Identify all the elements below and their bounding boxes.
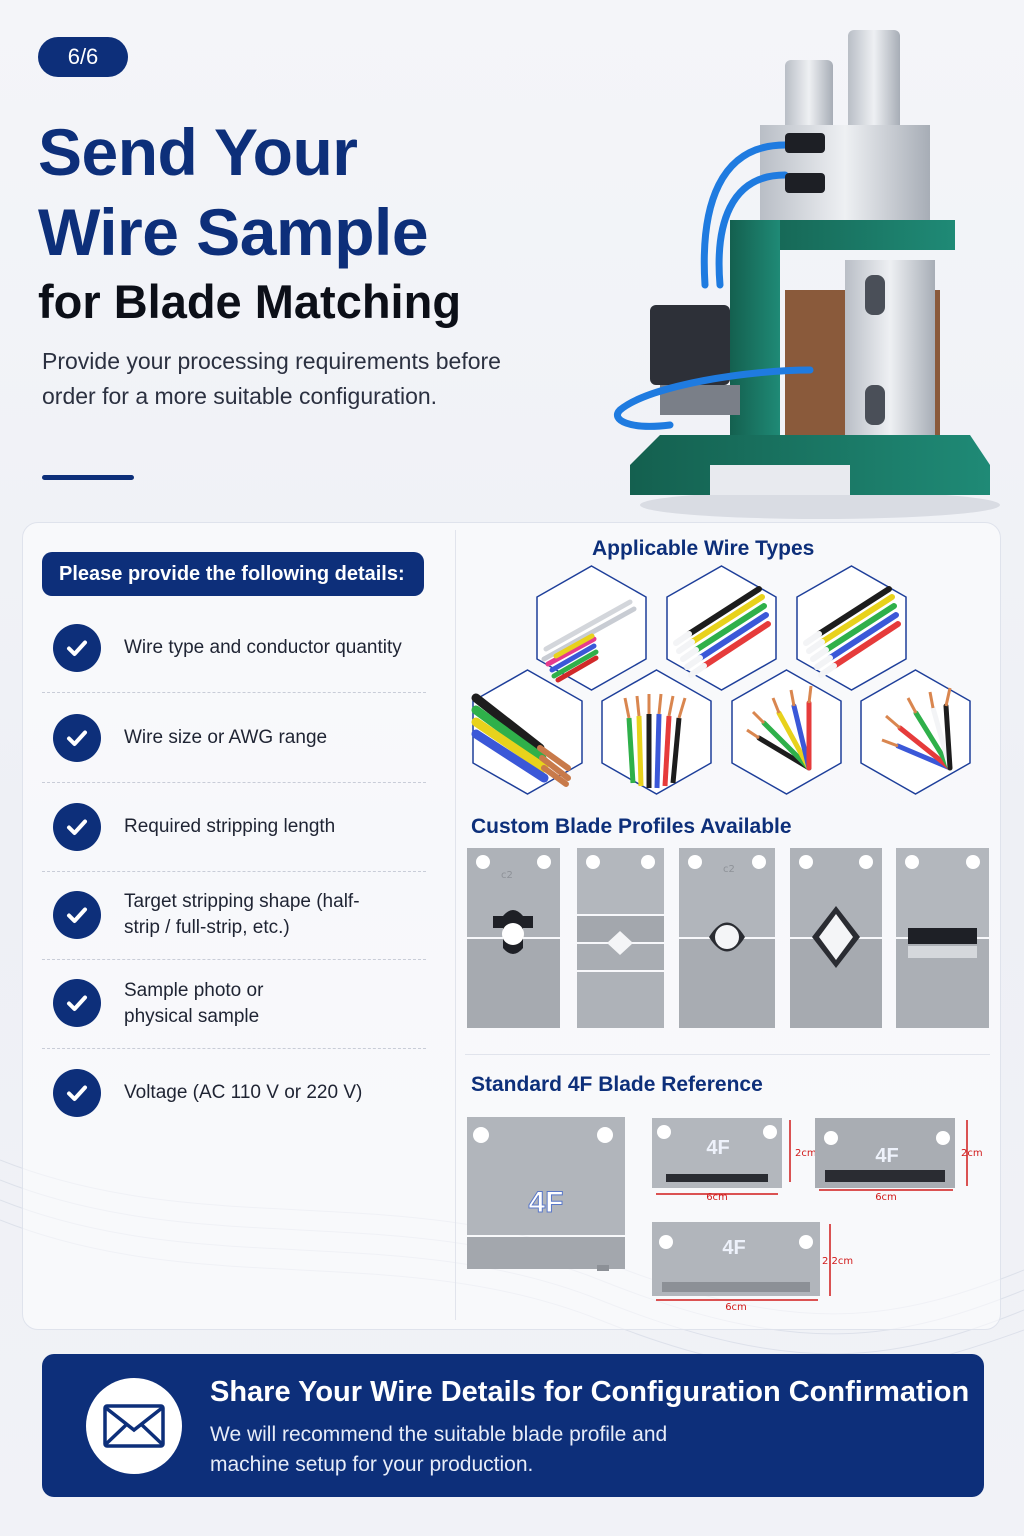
hero-title-line-1: Send Your	[38, 115, 358, 189]
blade-engraving: c2	[723, 864, 735, 875]
page-indicator-badge: 6/6	[38, 37, 128, 77]
section-divider	[465, 1054, 990, 1055]
item-separator	[42, 871, 426, 872]
envelope-icon	[86, 1378, 182, 1474]
wire-sample-image-4	[471, 669, 583, 795]
detail-item-stripping-length: Required stripping length	[42, 801, 426, 853]
blade-label: 4F	[528, 1186, 563, 1219]
blade-profile-image-v-notch	[790, 848, 882, 1028]
item-separator	[42, 692, 426, 693]
cta-body: We will recommend the suitable blade pro…	[210, 1423, 668, 1476]
blade-4f-dimension-image-3: 4F 6cm 2.2cm	[652, 1222, 853, 1312]
detail-item-sample-photo: Sample photo or physical sample	[42, 977, 426, 1033]
check-icon	[53, 891, 101, 939]
wire-sample-image-7	[860, 669, 971, 795]
item-separator	[42, 959, 426, 960]
detail-item-label: Target stripping shape (half-strip / ful…	[124, 891, 360, 938]
check-icon	[53, 803, 101, 851]
detail-item-stripping-shape: Target stripping shape (half-strip / ful…	[42, 889, 426, 945]
blade-profile-image-round-notch: c2	[679, 848, 775, 1028]
height-dimension: 2cm	[961, 1148, 983, 1159]
detail-item-label: Voltage (AC 110 V or 220 V)	[124, 1082, 363, 1103]
detail-item-label: Wire type and conductor quantity	[124, 637, 402, 658]
accent-divider	[42, 475, 134, 480]
wire-sample-image-5	[601, 669, 712, 795]
width-dimension: 6cm	[875, 1192, 897, 1203]
detail-item-wire-type: Wire type and conductor quantity	[42, 622, 426, 674]
check-icon	[53, 979, 101, 1027]
wire-sample-image-2	[666, 565, 777, 691]
blade-profiles-title: Custom Blade Profiles Available	[471, 815, 792, 838]
height-dimension: 2cm	[795, 1148, 817, 1159]
check-icon	[53, 1069, 101, 1117]
blade-4f-dimension-image-2: 4F 6cm 2cm	[815, 1118, 983, 1203]
hero-title-line-2: Wire Sample	[38, 195, 429, 269]
blade-engraving: c2	[501, 870, 513, 881]
blade-label: 4F	[875, 1145, 898, 1167]
contact-cta-banner[interactable]: Share Your Wire Details for Configuratio…	[42, 1354, 984, 1497]
detail-item-label: Sample photo or physical sample	[124, 980, 264, 1027]
wire-stripping-machine-image	[614, 30, 1000, 519]
detail-item-wire-size: Wire size or AWG range	[42, 712, 426, 764]
standard-4f-title: Standard 4F Blade Reference	[471, 1073, 763, 1096]
hero-subtitle: Provide your processing requirements bef…	[42, 348, 501, 409]
blade-4f-dimension-image-1: 4F 6cm 2cm	[652, 1118, 817, 1203]
blade-4f-large-image: 4F	[467, 1117, 625, 1271]
detail-item-label: Required stripping length	[124, 816, 336, 837]
detail-item-label: Wire size or AWG range	[124, 727, 328, 748]
check-icon	[53, 714, 101, 762]
height-dimension: 2.2cm	[822, 1256, 853, 1267]
details-header: Please provide the following details:	[42, 552, 424, 596]
width-dimension: 6cm	[706, 1192, 728, 1203]
blade-profile-image-cross: c2	[467, 848, 560, 1028]
cta-title: Share Your Wire Details for Configuratio…	[210, 1376, 970, 1408]
check-icon	[53, 624, 101, 672]
blade-label: 4F	[722, 1237, 745, 1259]
wire-types-title: Applicable Wire Types	[592, 537, 815, 560]
wire-sample-image-3	[796, 565, 907, 691]
item-separator	[42, 1048, 426, 1049]
hero-title: Send Your Wire Sample	[38, 112, 558, 272]
wire-sample-image-6	[731, 669, 842, 795]
panel-divider	[455, 530, 456, 1320]
blade-profile-image-diamond	[577, 848, 664, 1028]
wire-sample-image-1	[536, 565, 647, 691]
hero-title-line-3: for Blade Matching	[38, 275, 462, 328]
width-dimension: 6cm	[725, 1302, 747, 1312]
item-separator	[42, 782, 426, 783]
detail-item-voltage: Voltage (AC 110 V or 220 V)	[42, 1067, 426, 1119]
blade-label: 4F	[706, 1137, 729, 1159]
blade-profile-image-flat-slot	[896, 848, 989, 1028]
